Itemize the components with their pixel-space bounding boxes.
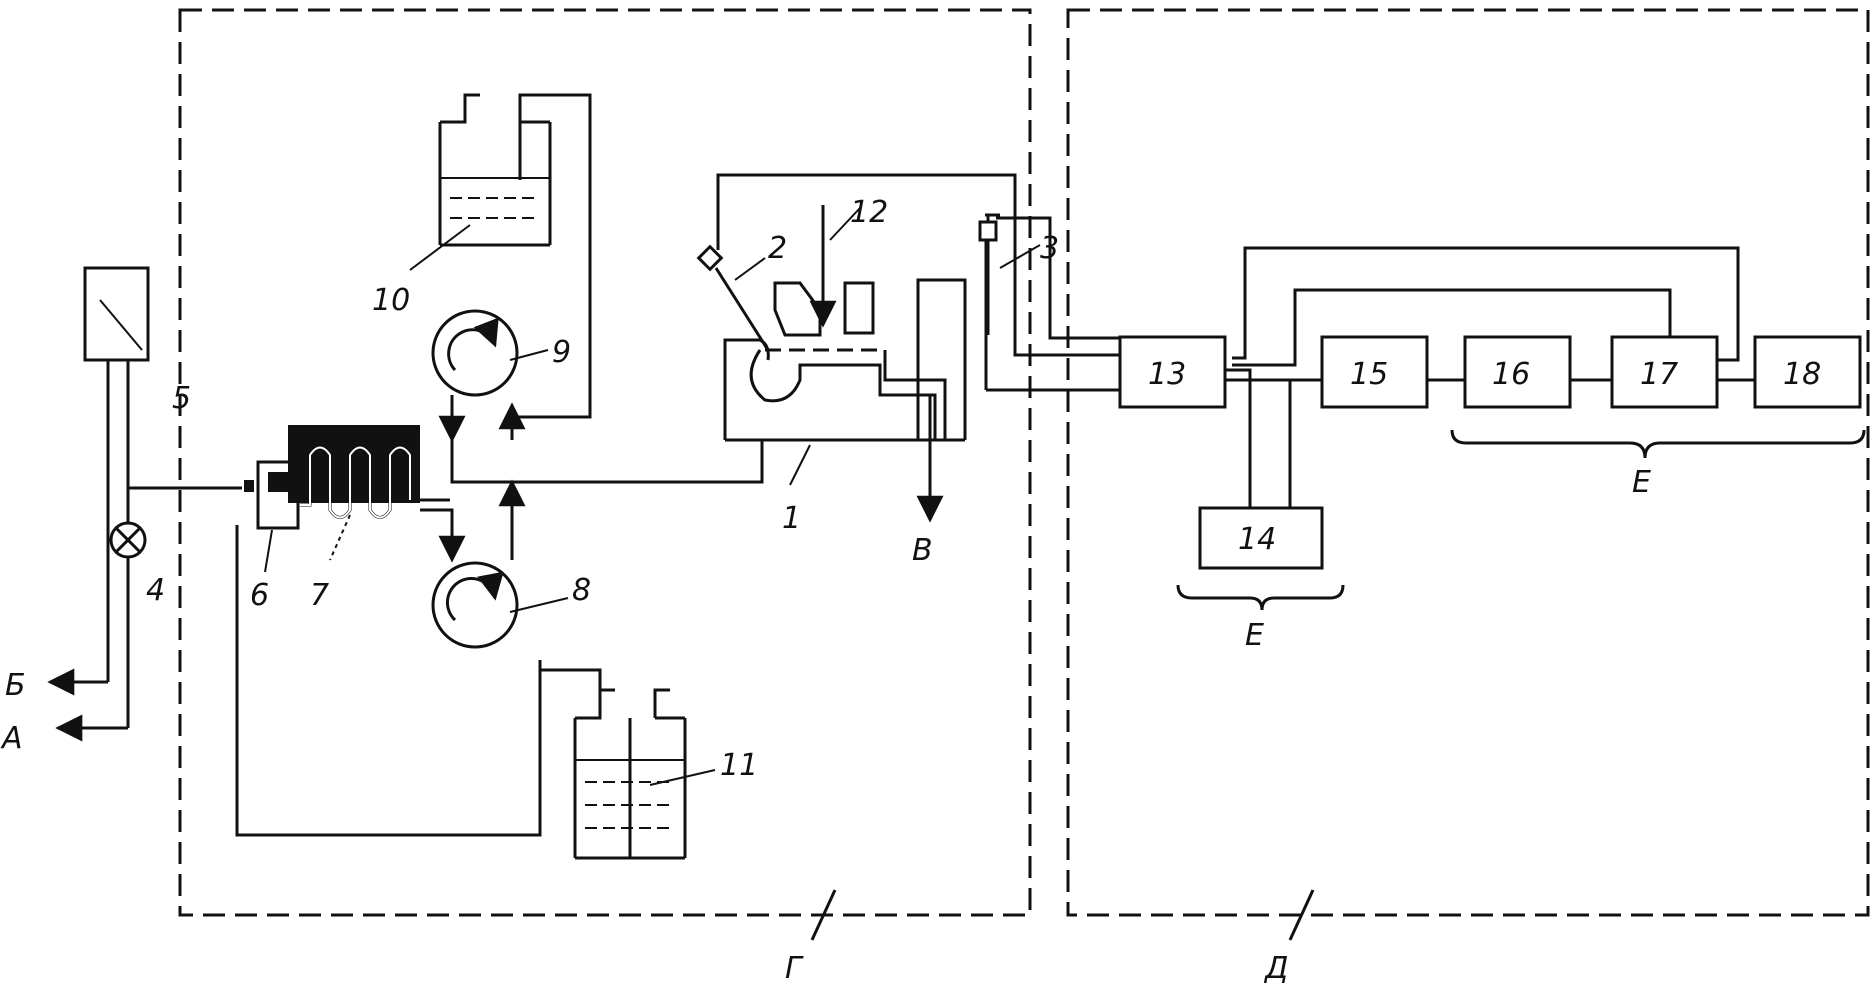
element-6-inner: [268, 472, 288, 492]
label-1: 1: [782, 501, 801, 536]
label-6: 6: [250, 578, 269, 613]
label-e-right: Е: [1632, 465, 1651, 500]
part-3: [978, 220, 998, 335]
label-14: 14: [1238, 522, 1276, 557]
block-13: [1118, 335, 1227, 409]
label-d: Д: [1263, 951, 1288, 986]
pipe-8-to-11: [538, 660, 602, 690]
block-14: [1198, 506, 1324, 570]
leader-9: [509, 349, 549, 361]
reservoir-11: [573, 688, 687, 860]
signal-line-3-route: [996, 216, 1120, 340]
label-a: А: [0, 721, 23, 756]
leader-6: [264, 529, 273, 573]
zone-d-boundary: [1066, 8, 1870, 917]
label-7: 7: [310, 578, 329, 613]
label-8: 8: [572, 573, 591, 608]
valve-4: [109, 521, 147, 559]
signal-line-2-to-13: [716, 173, 1120, 357]
leader-8: [509, 597, 569, 613]
zone-g-boundary: [178, 8, 1032, 917]
block-18: [1753, 335, 1862, 409]
pipe-coil-to-8: [420, 508, 466, 563]
leader-7: [329, 514, 351, 561]
element-6-plug: [244, 480, 254, 492]
coil-7-housing: [288, 425, 420, 503]
brace-e-14: [1176, 584, 1345, 611]
leader-12: [829, 207, 861, 241]
block-15: [1320, 335, 1429, 409]
coil-7-outline: [300, 446, 411, 519]
label-v: В: [912, 533, 933, 568]
label-11: 11: [720, 748, 758, 783]
leader-2: [734, 257, 766, 281]
label-18: 18: [1783, 357, 1821, 392]
pump-8-rotation: [445, 571, 504, 622]
label-5: 5: [172, 381, 191, 416]
element-5-leader: [99, 299, 143, 351]
label-10: 10: [372, 283, 410, 318]
signal-line-3-to-13: [985, 213, 1000, 222]
label-9: 9: [552, 335, 571, 370]
leader-g: [810, 889, 837, 941]
leader-1: [789, 444, 811, 486]
pump-8: [431, 561, 519, 649]
label-12: 12: [850, 195, 888, 230]
label-3: 3: [1040, 231, 1059, 266]
pump-9-rotation: [447, 317, 499, 372]
leader-11: [649, 769, 716, 786]
link-13-14: [1225, 368, 1252, 508]
leader-10: [409, 224, 471, 271]
pipe-11-return: [235, 525, 542, 837]
pipe-to-1: [450, 440, 764, 484]
label-16: 16: [1492, 357, 1530, 392]
block-16: [1463, 335, 1572, 409]
link-13-14-b: [1225, 378, 1292, 508]
reservoir-10: [438, 93, 552, 247]
label-b: Б: [5, 668, 26, 703]
part-2: [696, 244, 770, 351]
leader-d: [1288, 889, 1315, 941]
leader-3: [999, 244, 1041, 269]
brace-e-16-18: [1450, 429, 1866, 459]
label-17: 17: [1640, 357, 1678, 392]
label-e-left: Е: [1245, 618, 1264, 653]
label-g: Г: [785, 951, 804, 986]
label-2: 2: [768, 231, 787, 266]
label-4: 4: [146, 573, 165, 608]
label-13: 13: [1148, 357, 1186, 392]
feedback-17-inner: [1232, 288, 1672, 367]
port-arrow-13: [1232, 357, 1250, 366]
pump-9: [431, 309, 519, 397]
label-15: 15: [1350, 357, 1388, 392]
block-17: [1610, 335, 1719, 409]
